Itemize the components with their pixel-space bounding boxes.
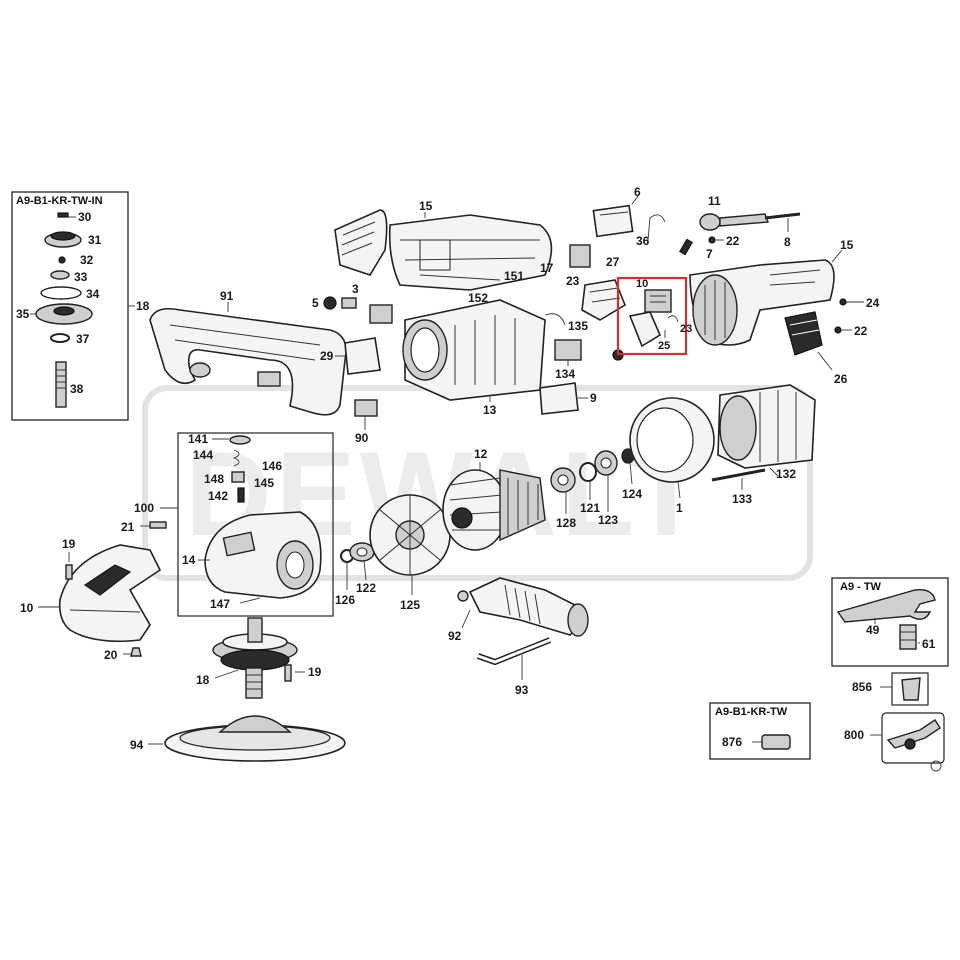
part-label-26: 26 <box>834 372 848 386</box>
part-label-17: 17 <box>540 261 554 275</box>
part-label-92: 92 <box>448 629 462 643</box>
part-label-147: 147 <box>210 597 230 611</box>
part-label-18-ref: 18 <box>136 299 150 313</box>
part-label-34: 34 <box>86 287 100 301</box>
part-label-27: 27 <box>606 255 620 269</box>
part-label-142: 142 <box>208 489 228 503</box>
part-label-7: 7 <box>706 247 713 261</box>
accessory-800: 800 <box>844 712 945 772</box>
rear-housing-15: 15 11 8 22 24 22 26 <box>689 194 880 386</box>
part-label-38: 38 <box>70 382 84 396</box>
part-label-15-left: 15 <box>419 199 433 213</box>
part-label-49: 49 <box>866 623 880 637</box>
part-label-18-spindle: 18 <box>196 673 210 687</box>
part-label-128: 128 <box>556 516 576 530</box>
part-label-8: 8 <box>784 235 791 249</box>
part-label-132: 132 <box>776 467 796 481</box>
part-label-33: 33 <box>74 270 88 284</box>
part-label-32: 32 <box>80 253 94 267</box>
accessory-856: 856 <box>852 672 929 706</box>
part-label-800: 800 <box>844 728 864 742</box>
part-label-5: 5 <box>312 296 319 310</box>
highlight-box: 10 23 25 <box>616 276 692 356</box>
part-label-125: 125 <box>400 598 420 612</box>
part-label-146: 146 <box>262 459 282 473</box>
part-label-15-right: 15 <box>840 238 854 252</box>
part-label-19-right: 19 <box>308 665 322 679</box>
part-label-133: 133 <box>732 492 752 506</box>
part-label-10-guard: 10 <box>20 601 34 615</box>
part-label-20: 20 <box>104 648 118 662</box>
part-label-14: 14 <box>182 553 196 567</box>
part-label-22-top: 22 <box>726 234 740 248</box>
part-label-856: 856 <box>852 680 872 694</box>
kit-box-a9-b1-kr-tw-in: A9-B1-KR-TW-IN 30 31 32 33 34 35 37 38 1… <box>11 191 150 421</box>
part-label-100: 100 <box>134 501 154 515</box>
part-label-94: 94 <box>130 738 144 752</box>
part-label-24: 24 <box>866 296 880 310</box>
kit-box-a9-b1-kr-tw: A9-B1-KR-TW 876 <box>709 702 811 760</box>
spindle-and-pad: 18 19 94 <box>130 617 346 762</box>
part-label-1: 1 <box>676 501 683 515</box>
field-stator-13: 13 135 134 9 <box>402 299 597 417</box>
part-label-93: 93 <box>515 683 529 697</box>
part-label-21: 21 <box>121 520 135 534</box>
part-label-13: 13 <box>483 403 497 417</box>
part-label-23-left: 23 <box>566 274 580 288</box>
switch-cluster: 6 36 7 27 17 23 <box>540 185 713 361</box>
highlight-label-23: 23 <box>680 323 692 335</box>
kit-title-a9-tw: A9 - TW <box>840 581 882 593</box>
part-label-134: 134 <box>555 367 575 381</box>
part-label-31: 31 <box>88 233 102 247</box>
part-label-123: 123 <box>598 513 618 527</box>
part-label-151: 151 <box>504 269 524 283</box>
part-label-148: 148 <box>204 472 224 486</box>
part-label-144: 144 <box>193 448 213 462</box>
kit-title: A9-B1-KR-TW-IN <box>16 195 103 207</box>
part-label-35: 35 <box>16 307 30 321</box>
part-label-124: 124 <box>622 487 642 501</box>
part-label-9: 9 <box>590 391 597 405</box>
part-label-126: 126 <box>335 593 355 607</box>
wheel-guard-10: 10 19 21 20 <box>20 520 167 662</box>
part-label-141: 141 <box>188 432 208 446</box>
part-label-30: 30 <box>78 210 92 224</box>
part-label-121: 121 <box>580 501 600 515</box>
part-label-12: 12 <box>474 447 488 461</box>
part-label-29: 29 <box>320 349 334 363</box>
part-label-3: 3 <box>352 282 359 296</box>
side-handle-91: 91 90 <box>149 289 378 445</box>
part-label-6: 6 <box>634 185 641 199</box>
part-label-152: 152 <box>468 291 488 305</box>
armature-chain: 126 122 125 12 128 121 123 <box>335 384 816 612</box>
highlight-label-25: 25 <box>658 340 670 352</box>
aux-handle-92: 92 93 <box>448 577 589 697</box>
part-label-122: 122 <box>356 581 376 595</box>
part-label-135: 135 <box>568 319 588 333</box>
part-label-36: 36 <box>636 234 650 248</box>
gear-case-group-100: 100 141 144 146 148 145 142 14 147 <box>134 432 334 617</box>
part-label-11: 11 <box>708 194 721 208</box>
highlight-label-10: 10 <box>636 278 648 290</box>
part-label-90: 90 <box>355 431 369 445</box>
part-label-145: 145 <box>254 476 274 490</box>
part-label-91: 91 <box>220 289 234 303</box>
kit-title-a9-b1-kr-tw: A9-B1-KR-TW <box>715 706 788 718</box>
top-housing-assembly: 15 151 152 5 3 29 <box>312 199 553 375</box>
part-label-19-left: 19 <box>62 537 76 551</box>
part-label-61: 61 <box>922 637 936 651</box>
part-label-876: 876 <box>722 735 742 749</box>
part-label-37: 37 <box>76 332 90 346</box>
part-label-22-right: 22 <box>854 324 868 338</box>
kit-box-a9-tw: A9 - TW 49 61 <box>831 577 949 667</box>
